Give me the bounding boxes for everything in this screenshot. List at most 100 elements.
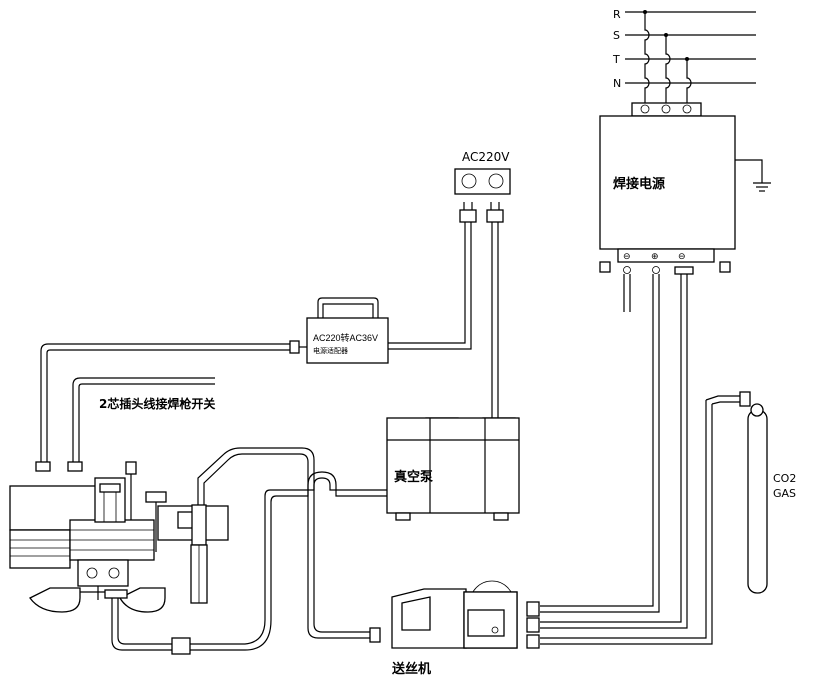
ac220v-label: AC220V [462, 150, 510, 164]
welding-power-source: 焊接电源 ⊖ ⊕ ⊖ [599, 102, 771, 312]
adapter-label-line-2: 电源适配器 [313, 346, 348, 355]
torch-cable-a-inner [46, 349, 290, 462]
carriage-wheel-2 [108, 567, 120, 579]
torch-switch-label: 2芯插头线接焊枪开关 [99, 396, 215, 411]
vacuum-hose-to-base-inner [111, 598, 172, 651]
junction-t [685, 57, 689, 61]
gas-hose-inner [540, 404, 713, 645]
carriage-connector-2 [67, 461, 83, 472]
phase-label-t: T [612, 53, 620, 66]
input-terminal-1 [640, 104, 650, 114]
cable-outer-2 [540, 274, 682, 623]
cabinet-foot-left [599, 261, 611, 273]
adapter-body [306, 317, 389, 364]
carriage-lower-motor [9, 529, 71, 569]
phase-label-n: N [613, 77, 621, 90]
adapter-cable-outer [386, 222, 466, 344]
column-cap [99, 483, 121, 493]
three-phase-supply: R S T N [612, 8, 756, 103]
power-source-cabinet [599, 115, 736, 250]
vacuum-pump-label: 真空泵 [394, 469, 433, 485]
gas-label-line-1: CO2 [773, 472, 796, 485]
mains-cables [386, 222, 499, 418]
junction-r [643, 10, 647, 14]
suction-cup-left [29, 587, 81, 613]
cylinder-top [750, 403, 764, 417]
carriage-wheel-box [77, 559, 129, 587]
torch-hose [197, 447, 381, 643]
power-source-label: 焊接电源 [613, 176, 665, 192]
cylinder-body [747, 409, 768, 594]
torch-hose-plug [369, 627, 381, 643]
feeder-handle-cutout [401, 596, 431, 631]
vacuum-hose-to-base-outer [117, 598, 172, 645]
carriage-connector-1 [35, 461, 51, 472]
torch-hose-outer [197, 447, 371, 633]
column-knob [125, 461, 137, 475]
cabinet-foot-right [719, 261, 731, 273]
drop-t [686, 59, 692, 103]
vacuum-hose-connector [171, 637, 191, 655]
feeder-plug-2 [526, 617, 540, 633]
adapter-output-plug [289, 340, 300, 354]
adapter-label-line-1: AC220转AC36V [313, 332, 378, 343]
cylinder-valve [739, 391, 751, 407]
drop-s [665, 35, 671, 103]
base-connector [104, 589, 128, 599]
socket-outlet-1 [461, 173, 477, 189]
cable-inner-2 [540, 274, 688, 629]
output-terminal-3: ⊖ [678, 252, 686, 262]
output-connector-3 [674, 266, 694, 275]
output-connector-2 [652, 266, 660, 274]
phase-label-r: R [613, 8, 621, 21]
arm-knob [145, 491, 167, 503]
junction-s [664, 33, 668, 37]
adapter-handle-inner [322, 303, 374, 318]
vacuum-pump: 真空泵 [111, 417, 520, 655]
phase-label-s: S [613, 29, 620, 42]
wire-feeder: 送丝机 [391, 580, 518, 677]
output-connector-1 [623, 266, 631, 274]
gas-hose-outer [540, 400, 707, 639]
gas-hose-top-inner [711, 401, 740, 405]
torch-body [191, 504, 207, 546]
input-terminal-3 [682, 104, 692, 114]
co2-gas-cylinder: CO2 GAS [739, 391, 796, 594]
output-cables [526, 274, 740, 649]
drop-r [644, 12, 650, 103]
pump-foot-right [493, 512, 509, 521]
socket-panel [454, 168, 511, 195]
ac220v-socket: AC220V [454, 150, 511, 223]
plug-2 [486, 209, 504, 223]
torch-hose-inner [203, 453, 371, 639]
output-terminal-2: ⊕ [651, 252, 659, 262]
adapter-handle-outer [317, 297, 379, 318]
pump-foot-left [395, 512, 411, 521]
torch-cable-b-outer [72, 377, 215, 462]
torch-cable-a-outer [40, 343, 290, 462]
vacuum-hose-inner [190, 471, 387, 651]
torch-cable-b-inner [78, 383, 215, 462]
cable-outer-1 [540, 274, 654, 607]
feeder-plug-1 [526, 601, 540, 617]
power-output-terminal-block [617, 248, 715, 263]
gas-label-line-2: GAS [773, 487, 796, 500]
carriage-wheel-1 [86, 567, 98, 579]
feeder-window [467, 609, 505, 637]
ground-wire [735, 159, 763, 183]
input-terminal-2 [661, 104, 671, 114]
gas-hose-top-outer [705, 395, 740, 401]
welding-carriage [9, 461, 229, 613]
feeder-knob [491, 626, 499, 634]
pump-body [386, 417, 520, 514]
socket-outlet-2 [488, 173, 504, 189]
vacuum-hose-outer [190, 477, 387, 645]
output-terminal-1: ⊖ [623, 252, 631, 262]
power-adapter: AC220转AC36V 电源适配器 2芯插头线接焊枪开关 [40, 297, 389, 462]
cable-inner-1 [540, 274, 660, 613]
suction-cup-right [119, 587, 166, 613]
adapter-cable-inner [386, 222, 472, 350]
feeder-plug-3 [526, 634, 540, 649]
wire-feeder-label: 送丝机 [391, 661, 431, 677]
